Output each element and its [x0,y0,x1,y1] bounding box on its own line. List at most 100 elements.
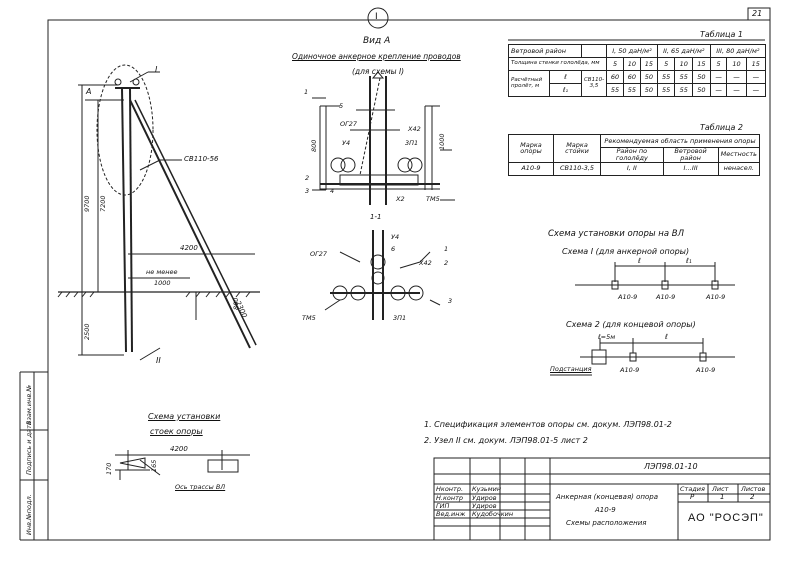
margin-sign-label: Подпись и дата [25,421,33,475]
tb-role-4: Вед.инж [436,510,466,518]
label-x42: Х42 [408,125,421,133]
scheme1-label-3: А10-9 [706,293,726,301]
tb-sheet: 1 [720,493,725,501]
section-1-1 [324,230,441,320]
tb-name-3: Удиров [472,502,497,510]
table1-head-1: I, 50 даН/м² [606,44,658,58]
dim-height-total: 9700 [83,195,91,212]
section-n3: 3 [448,297,453,305]
dim-depth-1: 2500 [83,323,91,340]
tb-title-1: Анкерная (концевая) опора [556,493,658,501]
table1-cell: 50 [692,83,711,97]
label-n1: 1 [304,88,309,96]
install-scheme-lines [115,450,250,480]
view-subtitle2: (для схемы I) [352,67,405,76]
scheme1-label-2: А10-9 [656,293,676,301]
sheet-frame [47,19,771,541]
table1-ice-label: Толщина стенки гололёда, мм [507,57,608,71]
view-marker: I [375,12,378,22]
table1-head-3: III, 80 даН/м² [709,44,767,58]
tb-stage-head: Стадия [680,485,705,493]
install-title2: стоек опоры [150,427,203,436]
label-n4: 4 [330,187,335,195]
table1-cell: 60 [622,70,641,84]
scheme1-label-1: А10-9 [618,293,638,301]
doc-code: ЛЭП98.01-10 [644,462,698,471]
install-axis: Ось трассы ВЛ [175,483,226,491]
table1-cell: 5 [656,57,676,71]
scheme2-l: ℓ [665,333,668,341]
table1-cell: 50 [692,70,711,84]
table1-cell: — [709,83,728,97]
wind-table: Ветровой район I, 50 даН/м² II, 65 даН/м… [507,44,767,97]
anchor-detail [312,7,455,205]
table2-cell: I…III [662,161,719,176]
table1-head-2: II, 65 даН/м² [656,44,711,58]
section-n2: 2 [444,259,449,267]
table1-cell: — [745,83,767,97]
table2-head: Рекомендуемая область применения опоры [600,134,760,148]
install-d2: 165 [150,459,158,472]
view-title: Вид А [363,36,391,46]
pole-marker-II: II [156,356,161,365]
table1-cell: — [726,70,747,84]
scheme2-l-equals: ℓ=5м [598,333,616,341]
tb-org: АО "РОСЭП" [688,512,764,524]
tb-name-2: Удиров [472,494,497,502]
label-n5: 5 [339,102,344,110]
table1-header-label: Ветровой район [508,44,582,58]
not-less-label: не менее [146,268,178,276]
section-zp1: 3П1 [393,314,407,322]
install-title: Схема установки [148,412,221,421]
table1-cell: 55 [674,83,694,97]
scheme2-label-2: А10-9 [696,366,716,374]
stand-label: СВ110-56 [184,155,219,163]
margin-replace-label: Взам.инв.№ [25,385,33,425]
dim-800: 800 [310,139,318,152]
table2-subhead: Ветровой район [662,147,719,163]
pole-marker-A: А [86,87,92,96]
table1-cell: — [726,83,747,97]
table1-cell: 55 [622,83,641,97]
note-2: 2. Узел II см. докум. ЛЭП98.01-5 лист 2 [424,436,588,445]
table1-cell: 55 [656,83,676,97]
section-og27: ОГ27 [310,250,328,258]
table2-cell: I, II [600,161,664,176]
table1-cell: 15 [639,57,658,71]
table1-cell: 15 [745,57,767,71]
table1-cell: 15 [692,57,711,71]
table1-cell: — [745,70,767,84]
table1-blank [580,44,608,58]
table1-cell: 10 [726,57,747,71]
scheme-title: Схема установки опоры на ВЛ [548,229,684,239]
sheet-number-box [747,7,771,21]
label-u4: У4 [342,139,351,147]
tb-role-3: ГИП [436,502,450,510]
install-dim: 4200 [170,445,188,453]
dim-1000: 1000 [438,133,446,150]
table2-subhead: Местность [717,147,761,163]
tb-sheets: 2 [750,493,755,501]
scheme1-l1: ℓ₁ [686,257,692,265]
table2-head: Марка опоры [508,134,554,163]
label-og27: ОГ27 [340,120,358,128]
tb-role-2: Н.контр [436,494,464,502]
margin-inv-label: Инв.№подл. [25,494,33,535]
section-title: 1-1 [370,213,382,221]
table2-cell: А10-9 [508,161,554,176]
tb-title-3: Схемы расположения [566,519,647,527]
dim-distance: 4200 [180,244,198,252]
table1-cell: 5 [709,57,728,71]
scheme-2-lines [550,338,735,376]
section-u4: У4 [391,233,400,241]
scheme2-substation: Подстанция [550,365,592,373]
section-n6: 6 [391,245,396,253]
table1-cell: 5 [606,57,624,71]
table1-cell: 55 [656,70,676,84]
scheme-1-lines [575,262,735,290]
label-x2: Х2 [396,195,405,203]
dim-height-inner: 7200 [99,195,107,212]
table1-l-label: ℓ [549,70,582,84]
